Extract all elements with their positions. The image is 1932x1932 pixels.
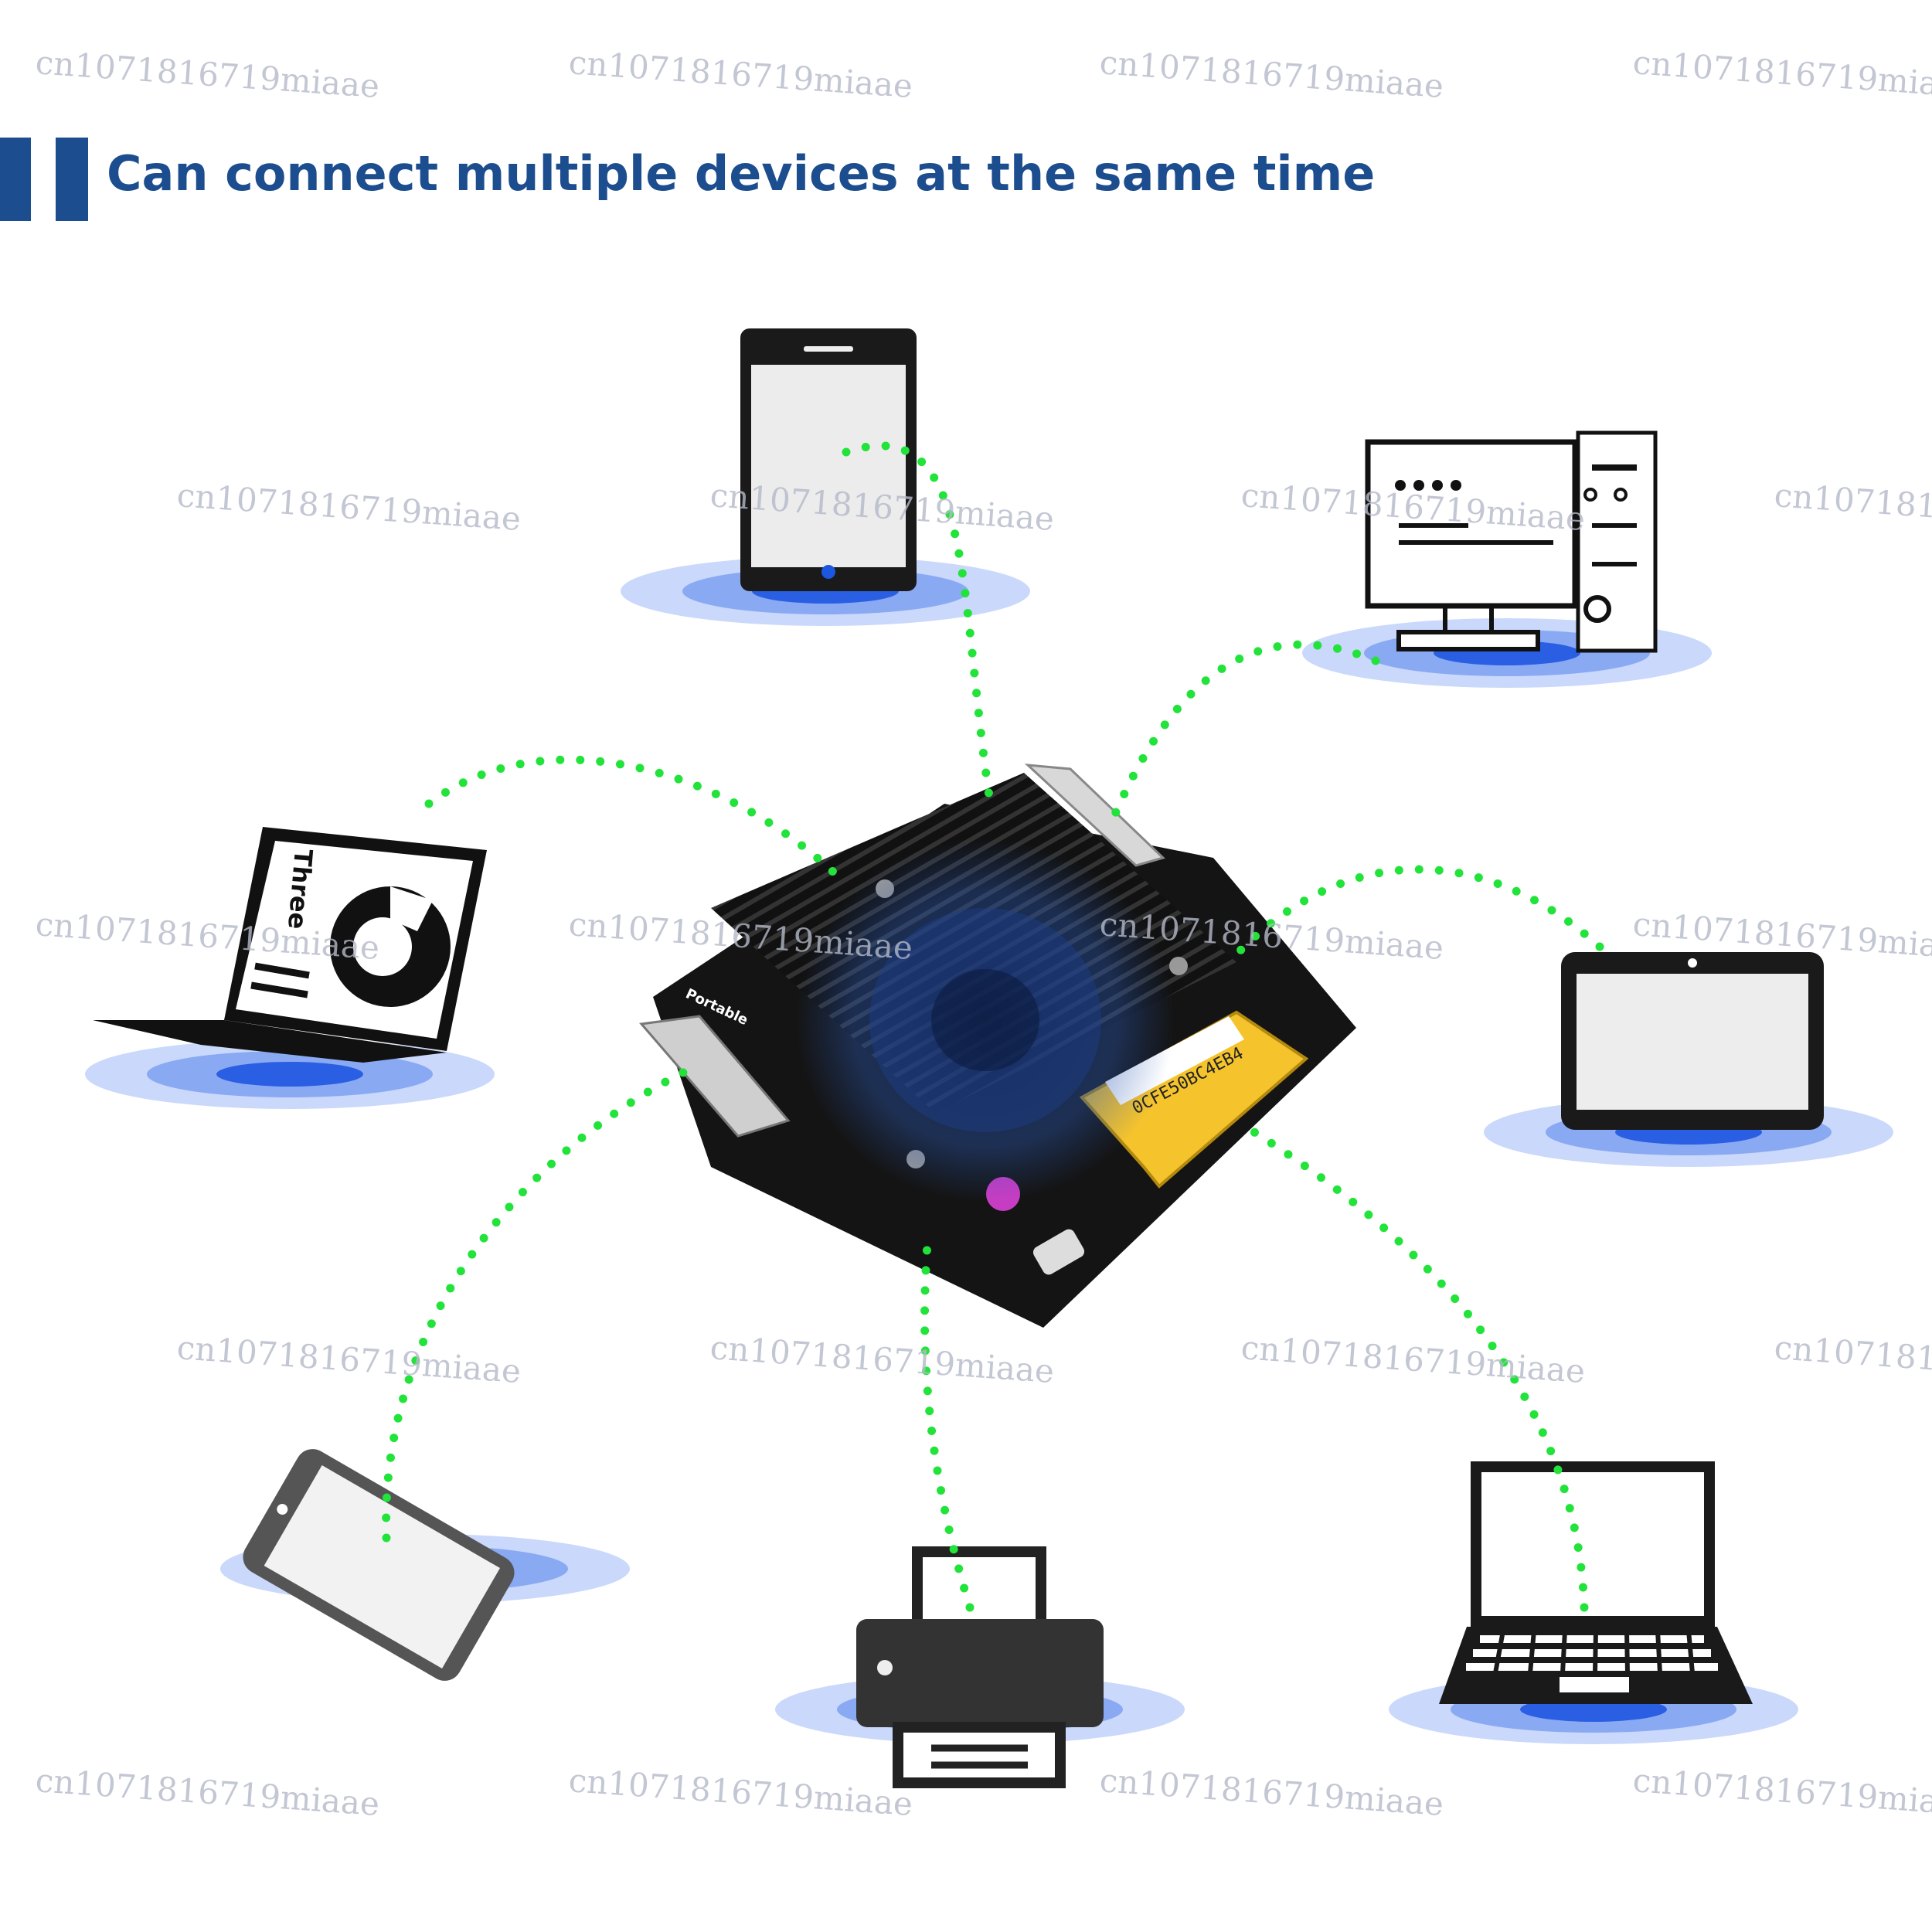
watermark: cn1071816719miaae xyxy=(1773,1328,1932,1390)
watermark: cn1071816719miaae xyxy=(1098,43,1444,105)
header-accent-bar-1 xyxy=(0,138,31,221)
watermark: cn1071816719miaae xyxy=(1631,43,1932,105)
desktop-pc-icon xyxy=(1365,430,1658,653)
watermark: cn1071816719miaae xyxy=(1240,1328,1586,1390)
tablet-icon xyxy=(1561,952,1824,1130)
link-phone-tilted xyxy=(382,1062,700,1543)
link-desktop xyxy=(1108,640,1380,824)
header-accent-bar-2 xyxy=(56,138,88,221)
link-printer xyxy=(920,1240,975,1612)
watermark: cn1071816719miaae xyxy=(709,1328,1055,1390)
watermark: cn1071816719miaae xyxy=(1773,476,1932,538)
watermark: cn1071816719miaae xyxy=(567,1761,913,1823)
watermark: cn1071816719miaae xyxy=(567,43,913,105)
watermark: cn1071816719miaae xyxy=(34,43,380,105)
link-smartphone xyxy=(842,441,994,801)
watermark: cn1071816719miaae xyxy=(175,476,522,538)
router-board-icon: 0CFE50BC4EB4 Portable xyxy=(639,764,1356,1328)
page-title: Can connect multiple devices at the same… xyxy=(107,145,1376,202)
link-tablet xyxy=(1232,865,1604,959)
watermark: cn1071816719miaae xyxy=(1098,1761,1444,1823)
link-laptop-right xyxy=(1243,1124,1589,1612)
laptop-screen-text: Three xyxy=(282,848,318,930)
printer-icon xyxy=(856,1546,1104,1788)
watermark: cn1071816719miaae xyxy=(1631,1761,1932,1823)
phone-tilted-icon xyxy=(243,1449,515,1681)
connection-links xyxy=(382,441,1604,1612)
watermark: cn1071816719miaae xyxy=(175,1328,522,1390)
laptop-left-icon: Three xyxy=(93,827,487,1063)
watermark: cn1071816719miaae xyxy=(34,1761,380,1823)
laptop-keyboard-icon xyxy=(1439,1461,1753,1704)
link-laptop-left xyxy=(424,755,839,878)
smartphone-icon xyxy=(740,328,917,591)
